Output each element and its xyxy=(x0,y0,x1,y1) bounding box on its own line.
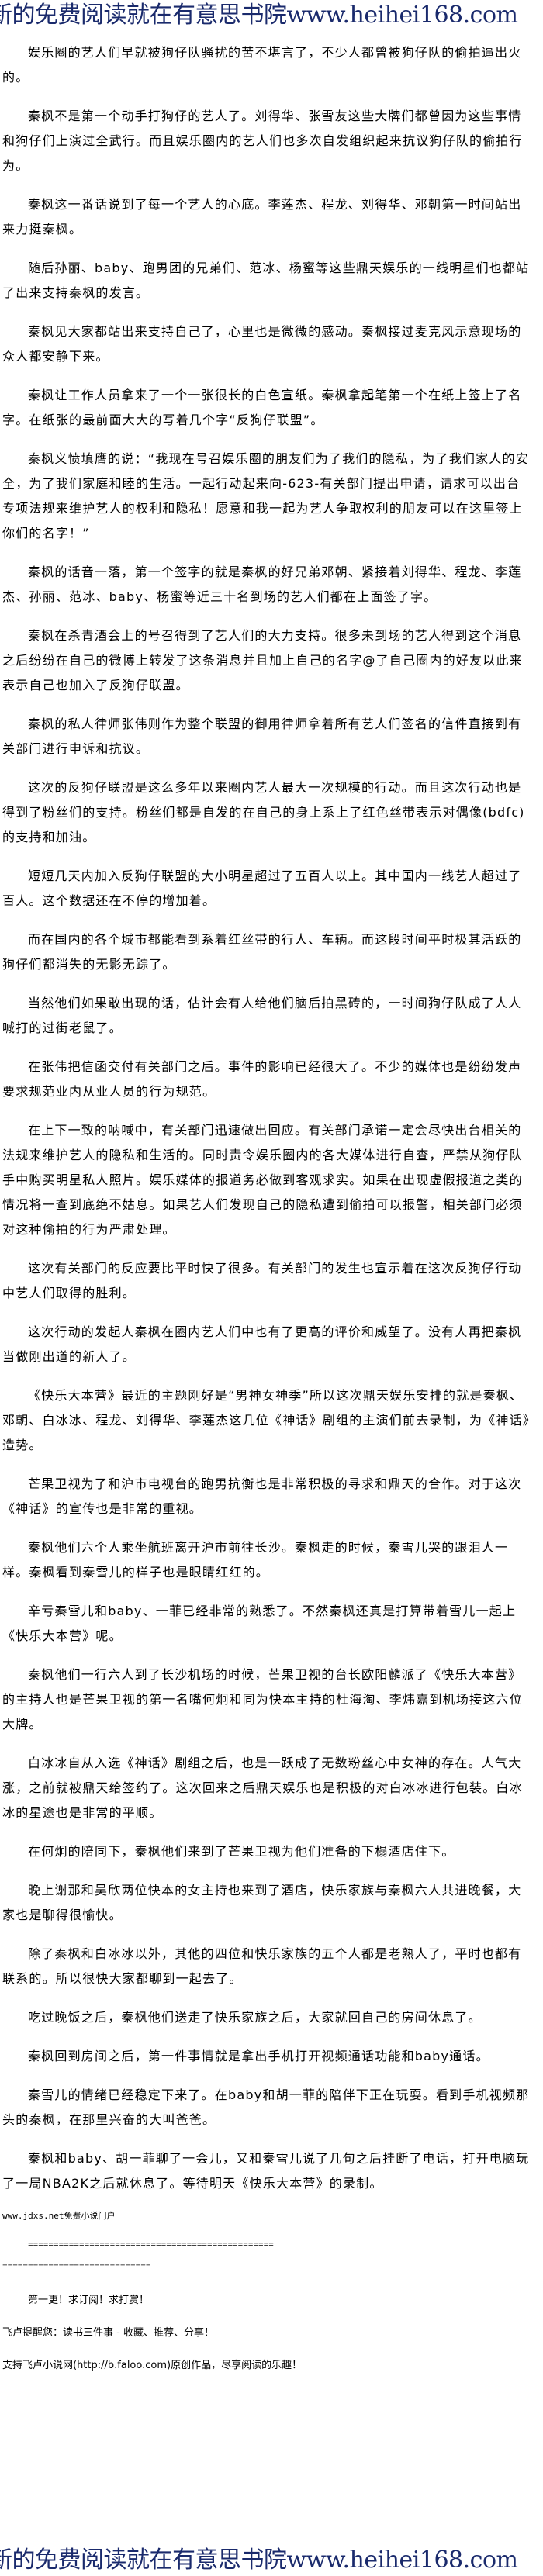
paragraph: 除了秦枫和白冰冰以外，其他的四位和快乐家族的五个人都是老熟人了，平时也都有联系的… xyxy=(2,1946,522,1986)
paragraph: 娱乐圈的艺人们早就被狗仔队骚扰的苦不堪言了，不少人都曾被狗仔队的偷拍逼出火的。 xyxy=(2,45,522,85)
paragraph: 吃过晚饭之后，秦枫他们送走了快乐家族之后，大家就回自己的房间休息了。 xyxy=(28,2010,482,2025)
paragraph: 秦枫的私人律师张伟则作为整个联盟的御用律师拿着所有艺人们签名的信件直接到有关部门… xyxy=(2,717,522,756)
paragraph: 在何炯的陪同下，秦枫他们来到了芒果卫视为他们准备的下榻酒店住下。 xyxy=(28,1844,455,1859)
paragraph: 秦枫见大家都站出来支持自己了，心里也是微微的感动。秦枫接过麦克风示意现场的众人都… xyxy=(2,324,522,364)
paragraph: 这次有关部门的反应要比平时快了很多。有关部门的发生也宣示着在这次反狗仔行动中艺人… xyxy=(2,1261,522,1300)
paragraph: 秦枫回到房间之后，第一件事情就是拿出手机打开视频通话功能和baby通话。 xyxy=(28,2049,489,2063)
paragraph: 当然他们如果敢出现的话，估计会有人给他们脑后拍黑砖的，一时间狗仔队成了人人喊打的… xyxy=(2,996,522,1035)
paragraph: 秦枫和baby、胡一菲聊了一会儿，又和秦雪儿说了几句之后挂断了电话，打开电脑玩了… xyxy=(2,2151,530,2191)
paragraph: 秦枫他们六个人乘坐航班离开沪市前往长沙。秦枫走的时候，秦雪儿哭的跟泪人一样。秦枫… xyxy=(2,1540,509,1580)
paragraph: 秦枫不是第一个动手打狗仔的艺人了。刘得华、张雪友这些大牌们都曾因为这些事情和狗仔… xyxy=(2,109,523,173)
paragraph: 这次的反狗仔联盟是这么多年以来圈内艺人最大一次规模的行动。而且这次行动也是得到了… xyxy=(2,780,525,844)
divider: ========================================… xyxy=(2,2241,274,2272)
paragraph: 秦枫在杀青酒会上的号召得到了艺人们的大力支持。很多未到场的艺人得到这个消息之后纷… xyxy=(2,628,523,692)
paragraph: 而在国内的各个城市都能看到系着红丝带的行人、车辆。而这段时间平时极其活跃的狗仔们… xyxy=(2,932,522,972)
paragraph: 秦枫让工作人员拿来了一个一张很长的白色宣纸。秦枫拿起笔第一个在纸上签上了名字。在… xyxy=(2,388,522,427)
paragraph-list: 娱乐圈的艺人们早就被狗仔队骚扰的苦不堪言了，不少人都曾被狗仔队的偷拍逼出火的。秦… xyxy=(2,40,533,2196)
site-banner-top[interactable]: 新的免费阅读就在有意思书院www.heihei168.com xyxy=(0,0,543,31)
update-note: 第一更！求订阅！求打赏！ xyxy=(28,2295,150,2306)
paragraph: 秦雪儿的情绪已经稳定下来了。在baby和胡一菲的陪伴下正在玩耍。看到手机视频那头… xyxy=(2,2087,530,2127)
support-text: 支持飞卢小说网(http://b.faloo.com)原创作品，尽享阅读的乐趣！ xyxy=(2,2360,303,2371)
paragraph: 辛亏秦雪儿和baby、一菲已经非常的熟悉了。不然秦枫还真是打算带着雪儿一起上《快… xyxy=(2,1604,517,1643)
paragraph: 秦枫他们一行六人到了长沙机场的时候，芒果卫视的台长欧阳麟派了《快乐大本营》的主持… xyxy=(2,1667,523,1732)
paragraph: 晚上谢那和吴欣两位快本的女主持也来到了酒店，快乐家族与秦枫六人共进晚餐，大家也是… xyxy=(2,1883,522,1922)
paragraph: 秦枫的话音一落，第一个签字的就是秦枫的好兄弟邓朝、紧接着刘得华、程龙、李莲杰、孙… xyxy=(2,565,522,604)
paragraph: 随后孙丽、baby、跑男团的兄弟们、范冰、杨蜜等这些鼎天娱乐的一线明星们也都站了… xyxy=(2,261,530,300)
paragraph: 《快乐大本营》最近的主题刚好是“男神女神季”所以这次鼎天娱乐安排的就是秦枫、邓朝… xyxy=(2,1388,531,1452)
source-link[interactable]: www.jdxs.net免费小说门户 xyxy=(2,2211,116,2221)
paragraph: 秦枫这一番话说到了每一个艺人的心底。李莲杰、程龙、刘得华、邓朝第一时间站出来力挺… xyxy=(2,197,522,237)
paragraph: 白冰冰自从入选《神话》剧组之后，也是一跃成了无数粉丝心中女神的存在。人气大涨，之… xyxy=(2,1756,523,1820)
paragraph: 在上下一致的呐喊中，有关部门迅速做出回应。有关部门承诺一定会尽快出台相关的法规来… xyxy=(2,1123,523,1237)
paragraph: 秦枫义愤填膺的说：“我现在号召娱乐圈的朋友们为了我们的隐私，为了我们家人的安全，… xyxy=(2,451,529,540)
paragraph: 芒果卫视为了和沪市电视台的跑男抗衡也是非常积极的寻求和鼎天的合作。对于这次《神话… xyxy=(2,1476,522,1516)
paragraph: 短短几天内加入反狗仔联盟的大小明星超过了五百人以上。其中国内一线艺人超过了百人。… xyxy=(2,868,522,908)
paragraph: 这次行动的发起人秦枫在圈内艺人们中也有了更高的评价和威望了。没有人再把秦枫当做刚… xyxy=(2,1324,522,1364)
paragraph: 在张伟把信函交付有关部门之后。事件的影响已经很大了。不少的媒体也是纷纷发声要求规… xyxy=(2,1059,522,1099)
reminder-text: 飞卢提醒您：读书三件事 - 收藏、推荐、分享！ xyxy=(2,2327,214,2339)
chapter-content: 娱乐圈的艺人们早就被狗仔队骚扰的苦不堪言了，不少人都曾被狗仔队的偷拍逼出火的。秦… xyxy=(2,40,533,2388)
site-banner-bottom[interactable]: 新的免费阅读就在有意思书院www.heihei168.com xyxy=(0,2545,543,2576)
